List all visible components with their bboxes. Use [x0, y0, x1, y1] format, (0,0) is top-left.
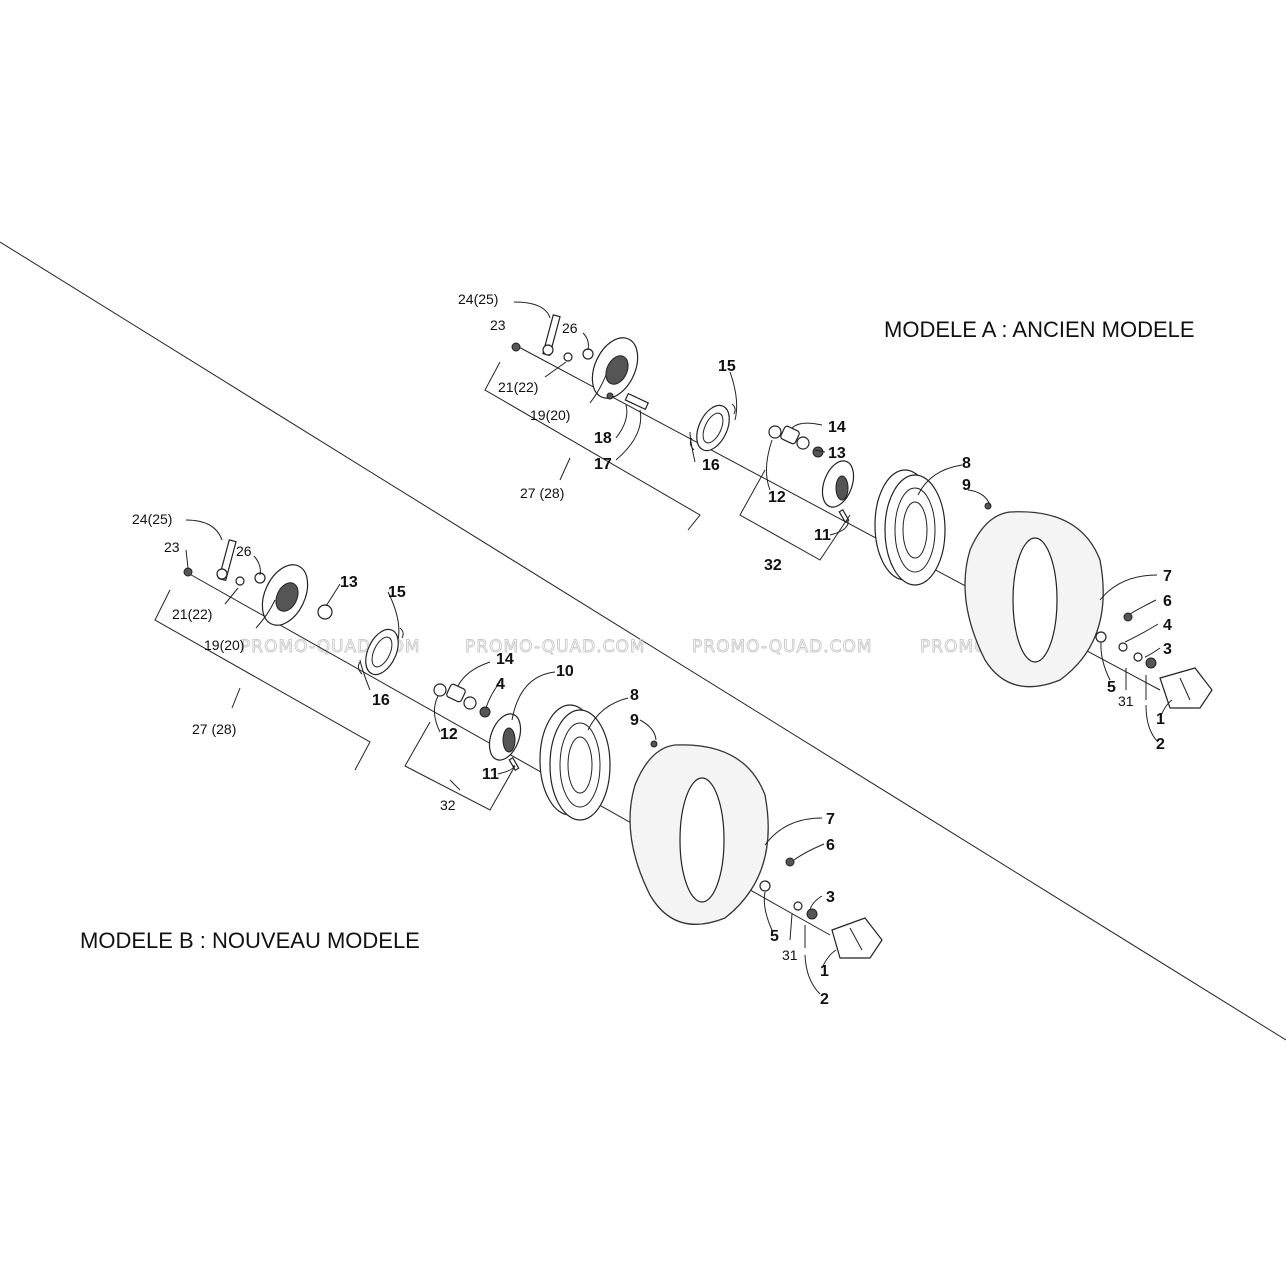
callout-1: 1: [820, 963, 829, 980]
pin: [624, 392, 650, 411]
watermark: PROMO-QUAD.COM: [692, 637, 873, 657]
callout-2: 2: [820, 991, 829, 1008]
callout-9: 9: [962, 477, 971, 494]
callout-10: 10: [556, 663, 574, 680]
separator-line: [0, 241, 1286, 1041]
callout-15: 15: [388, 584, 406, 601]
rim: [874, 469, 992, 586]
callout-7: 7: [1163, 568, 1172, 585]
callout-3: 3: [1163, 641, 1172, 658]
seal: [317, 604, 333, 620]
callout-19-20: 19(20): [204, 637, 244, 653]
callout-13: 13: [340, 574, 358, 591]
callout-23: 23: [490, 317, 506, 333]
wheel-cap: [1145, 667, 1213, 709]
callout-2: 2: [1156, 736, 1165, 753]
brake-shoes: [357, 627, 404, 676]
callout-4: 4: [1163, 617, 1172, 634]
callout-12: 12: [440, 726, 458, 743]
callout-31: 31: [1118, 693, 1134, 709]
callout-15: 15: [718, 358, 736, 375]
spacer: [780, 425, 800, 445]
tire: [629, 744, 769, 925]
callout-5: 5: [1107, 679, 1116, 696]
callout-13: 13: [828, 445, 846, 462]
rim: [539, 704, 658, 821]
callout-8: 8: [962, 455, 971, 472]
hub: [821, 460, 855, 508]
bearing: [768, 425, 782, 439]
brake-plate: [591, 337, 639, 399]
callout-9: 9: [630, 712, 639, 729]
callout-31: 31: [782, 947, 798, 963]
callout-27-28: 27 (28): [192, 721, 236, 737]
callout-24-25: 24(25): [132, 511, 172, 527]
bracket-27: [154, 589, 371, 771]
callout-14: 14: [828, 419, 846, 436]
brake-lever: [511, 314, 594, 362]
callout-16: 16: [372, 692, 390, 709]
callout-26: 26: [236, 543, 252, 559]
callout-17: 17: [594, 456, 612, 473]
callout-19-20: 19(20): [530, 407, 570, 423]
callout-18: 18: [594, 430, 612, 447]
hub: [488, 713, 522, 761]
callout-11: 11: [482, 766, 499, 783]
wheel-cap: [804, 917, 883, 959]
callout-11: 11: [814, 527, 831, 544]
brake-plate: [261, 564, 309, 626]
callout-32: 32: [440, 797, 456, 813]
watermark: PROMO-QUAD.COM: [465, 637, 646, 657]
callout-24-25: 24(25): [458, 291, 498, 307]
callout-8: 8: [630, 687, 639, 704]
model-a-assembly: 24(25) 23 26 21(22) 19(20) 18 17 15 16 2…: [458, 291, 1213, 753]
callout-32: 32: [764, 557, 782, 574]
callout-6: 6: [826, 837, 835, 854]
caption-model-b: MODELE B : NOUVEAU MODELE: [80, 928, 420, 953]
bracket-27: [484, 361, 701, 531]
tire: [964, 511, 1104, 688]
bracket-32: [404, 721, 516, 811]
callout-1: 1: [1156, 711, 1165, 728]
callout-7: 7: [826, 811, 835, 828]
callout-6: 6: [1163, 593, 1172, 610]
callout-5: 5: [770, 928, 779, 945]
caption-model-a: MODELE A : ANCIEN MODELE: [884, 317, 1195, 342]
brake-shoes: [689, 403, 736, 452]
callout-4: 4: [496, 676, 505, 693]
callout-12: 12: [768, 489, 786, 506]
callout-21-22: 21(22): [498, 379, 538, 395]
callout-21-22: 21(22): [172, 606, 212, 622]
callout-16: 16: [702, 457, 720, 474]
callout-26: 26: [562, 320, 578, 336]
model-b-assembly: 24(25) 23 26 21(22) 19(20) 13 15 16 27 (…: [132, 511, 883, 1008]
callout-3: 3: [826, 889, 835, 906]
callout-23: 23: [164, 539, 180, 555]
callout-27-28: 27 (28): [520, 485, 564, 501]
bracket-32: [739, 469, 851, 561]
callout-14: 14: [496, 651, 514, 668]
